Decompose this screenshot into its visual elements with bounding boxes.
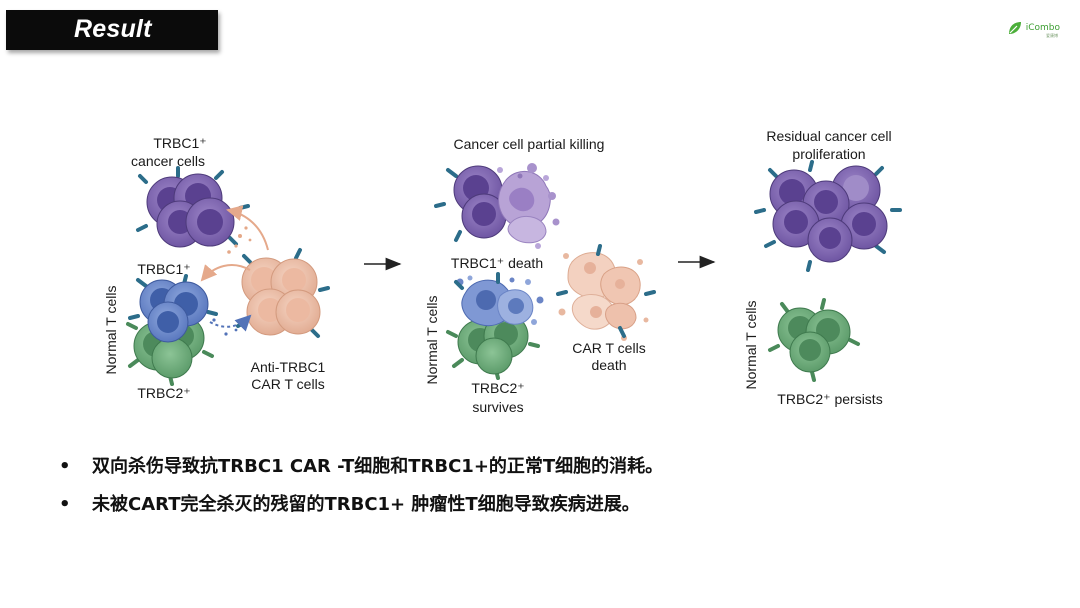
brand-logo: iCombo [1007, 17, 1060, 39]
partial-killing-label: Cancer cell partial killing [454, 136, 605, 152]
dying-car-t-cells [558, 252, 649, 341]
car-death-label-2: death [591, 357, 626, 373]
logo-text: iCombo [1025, 23, 1060, 33]
trbc2-label: TRBC2⁺ [137, 385, 190, 401]
panel-3: Residual cancer cell proliferation Norma… [743, 128, 902, 407]
trbc2-survives-label-2: survives [472, 399, 523, 415]
receptors [136, 166, 250, 246]
cancer-cells-label-1: TRBC1⁺ [153, 135, 206, 151]
residual-label-2: proliferation [792, 146, 865, 162]
bullet-dot: • [59, 456, 71, 477]
car-t-cell-cluster [241, 257, 321, 336]
normal-t-cells-label-3: Normal T cells [743, 301, 759, 390]
normal-t-cells-label-1: Normal T cells [103, 286, 119, 375]
slide-title: Result [74, 15, 152, 43]
car-death-label-1: CAR T cells [572, 340, 645, 356]
car-label-1: Anti-TRBC1 [251, 359, 326, 375]
title-banner: Result [6, 10, 218, 50]
persisting-trbc2-cells [777, 307, 851, 373]
granule-dots [227, 226, 252, 254]
receptors [454, 272, 500, 290]
receptors [556, 244, 656, 338]
dying-cancer-cells [497, 163, 560, 249]
trbc1-cell-cluster [139, 279, 209, 343]
dying-trbc1-cells [456, 275, 544, 327]
bullet-text: 双向杀伤导致抗TRBC1 CAR -T细胞和TRBC1+的正常T细胞的消耗。 [92, 456, 664, 477]
car-label-2: CAR T cells [251, 376, 324, 392]
residual-label-1: Residual cancer cell [766, 128, 891, 144]
receptors [434, 168, 462, 242]
bullet-dot: • [59, 494, 71, 515]
panel-1: TRBC1⁺ cancer cells TRBC1⁺ Normal T cell… [103, 135, 330, 401]
proliferating-cancer-cells [769, 165, 888, 263]
trbc2-persists-label: TRBC2⁺ persists [777, 391, 882, 407]
receptors [768, 298, 860, 382]
cancer-cells-label-2: cancer cells [131, 153, 205, 169]
car-to-trbc1-arrow [200, 264, 251, 282]
bullet-text: 未被CART完全杀灭的残留的TRBC1+ 肿瘤性T细胞导致疾病进展。 [92, 494, 640, 515]
granule-dots [212, 318, 238, 336]
car-to-cancer-arrow [226, 205, 269, 251]
trbc1-death-label: TRBC1⁺ death [451, 255, 543, 271]
car-t-diagram: TRBC1⁺ cancer cells TRBC1⁺ Normal T cell… [103, 128, 902, 415]
trbc1-label: TRBC1⁺ [137, 261, 190, 277]
trbc2-survives-label-1: TRBC2⁺ [471, 380, 524, 396]
bullet-list: •双向杀伤导致抗TRBC1 CAR -T细胞和TRBC1+的正常T细胞的消耗。 … [56, 454, 1056, 530]
cancer-cell-cluster [146, 173, 235, 248]
leaf-icon [1008, 22, 1021, 34]
bullet-item: • 双向杀伤导致抗TRBC1 CAR -T细胞和TRBC1+的正常T细胞的消耗。 [56, 454, 1056, 492]
bullet-item: • 未被CART完全杀灭的残留的TRBC1+ 肿瘤性T细胞导致疾病进展。 [56, 492, 1056, 530]
panel-2: Cancer cell partial killing TRBC1⁺ death… [424, 136, 656, 415]
logo-subtext: 爱康博 [1046, 33, 1058, 38]
receptors [754, 160, 902, 272]
normal-t-cells-label-2: Normal T cells [424, 296, 440, 385]
